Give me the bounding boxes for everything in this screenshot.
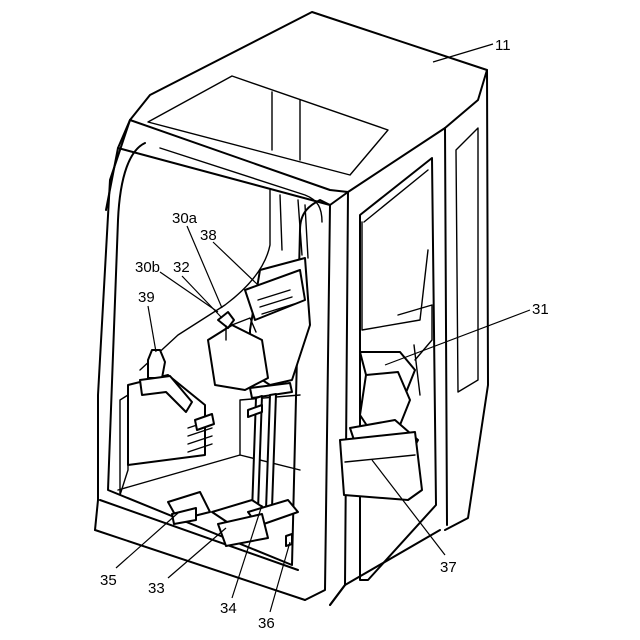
ref-travel-lever: 34 (220, 600, 237, 617)
roof-window (148, 76, 388, 175)
ref-floor-pedal: 35 (100, 572, 117, 589)
ref-seat-base: 37 (440, 559, 457, 576)
ref-lever-small: 32 (173, 259, 190, 276)
ref-seat: 31 (532, 301, 549, 318)
ref-monitor: 38 (200, 227, 217, 244)
ref-cab: 11 (495, 37, 511, 54)
left-lever-unit (120, 350, 214, 495)
ref-console-a: 30a (172, 210, 198, 227)
operator-seat (340, 305, 432, 500)
ref-console-b: 30b (135, 259, 160, 276)
seat-base (340, 432, 422, 500)
reference-labels: 11 30a 38 30b 32 39 31 37 35 33 34 36 (100, 37, 549, 632)
pedals (168, 492, 298, 546)
travel-levers (248, 383, 292, 512)
side-rear-window (456, 128, 478, 392)
left-lever-knob (148, 350, 165, 378)
left-console (208, 258, 310, 390)
ref-floor-switch: 36 (258, 615, 275, 632)
ref-left-lever: 39 (138, 289, 155, 306)
ref-pedal-left: 33 (148, 580, 165, 597)
